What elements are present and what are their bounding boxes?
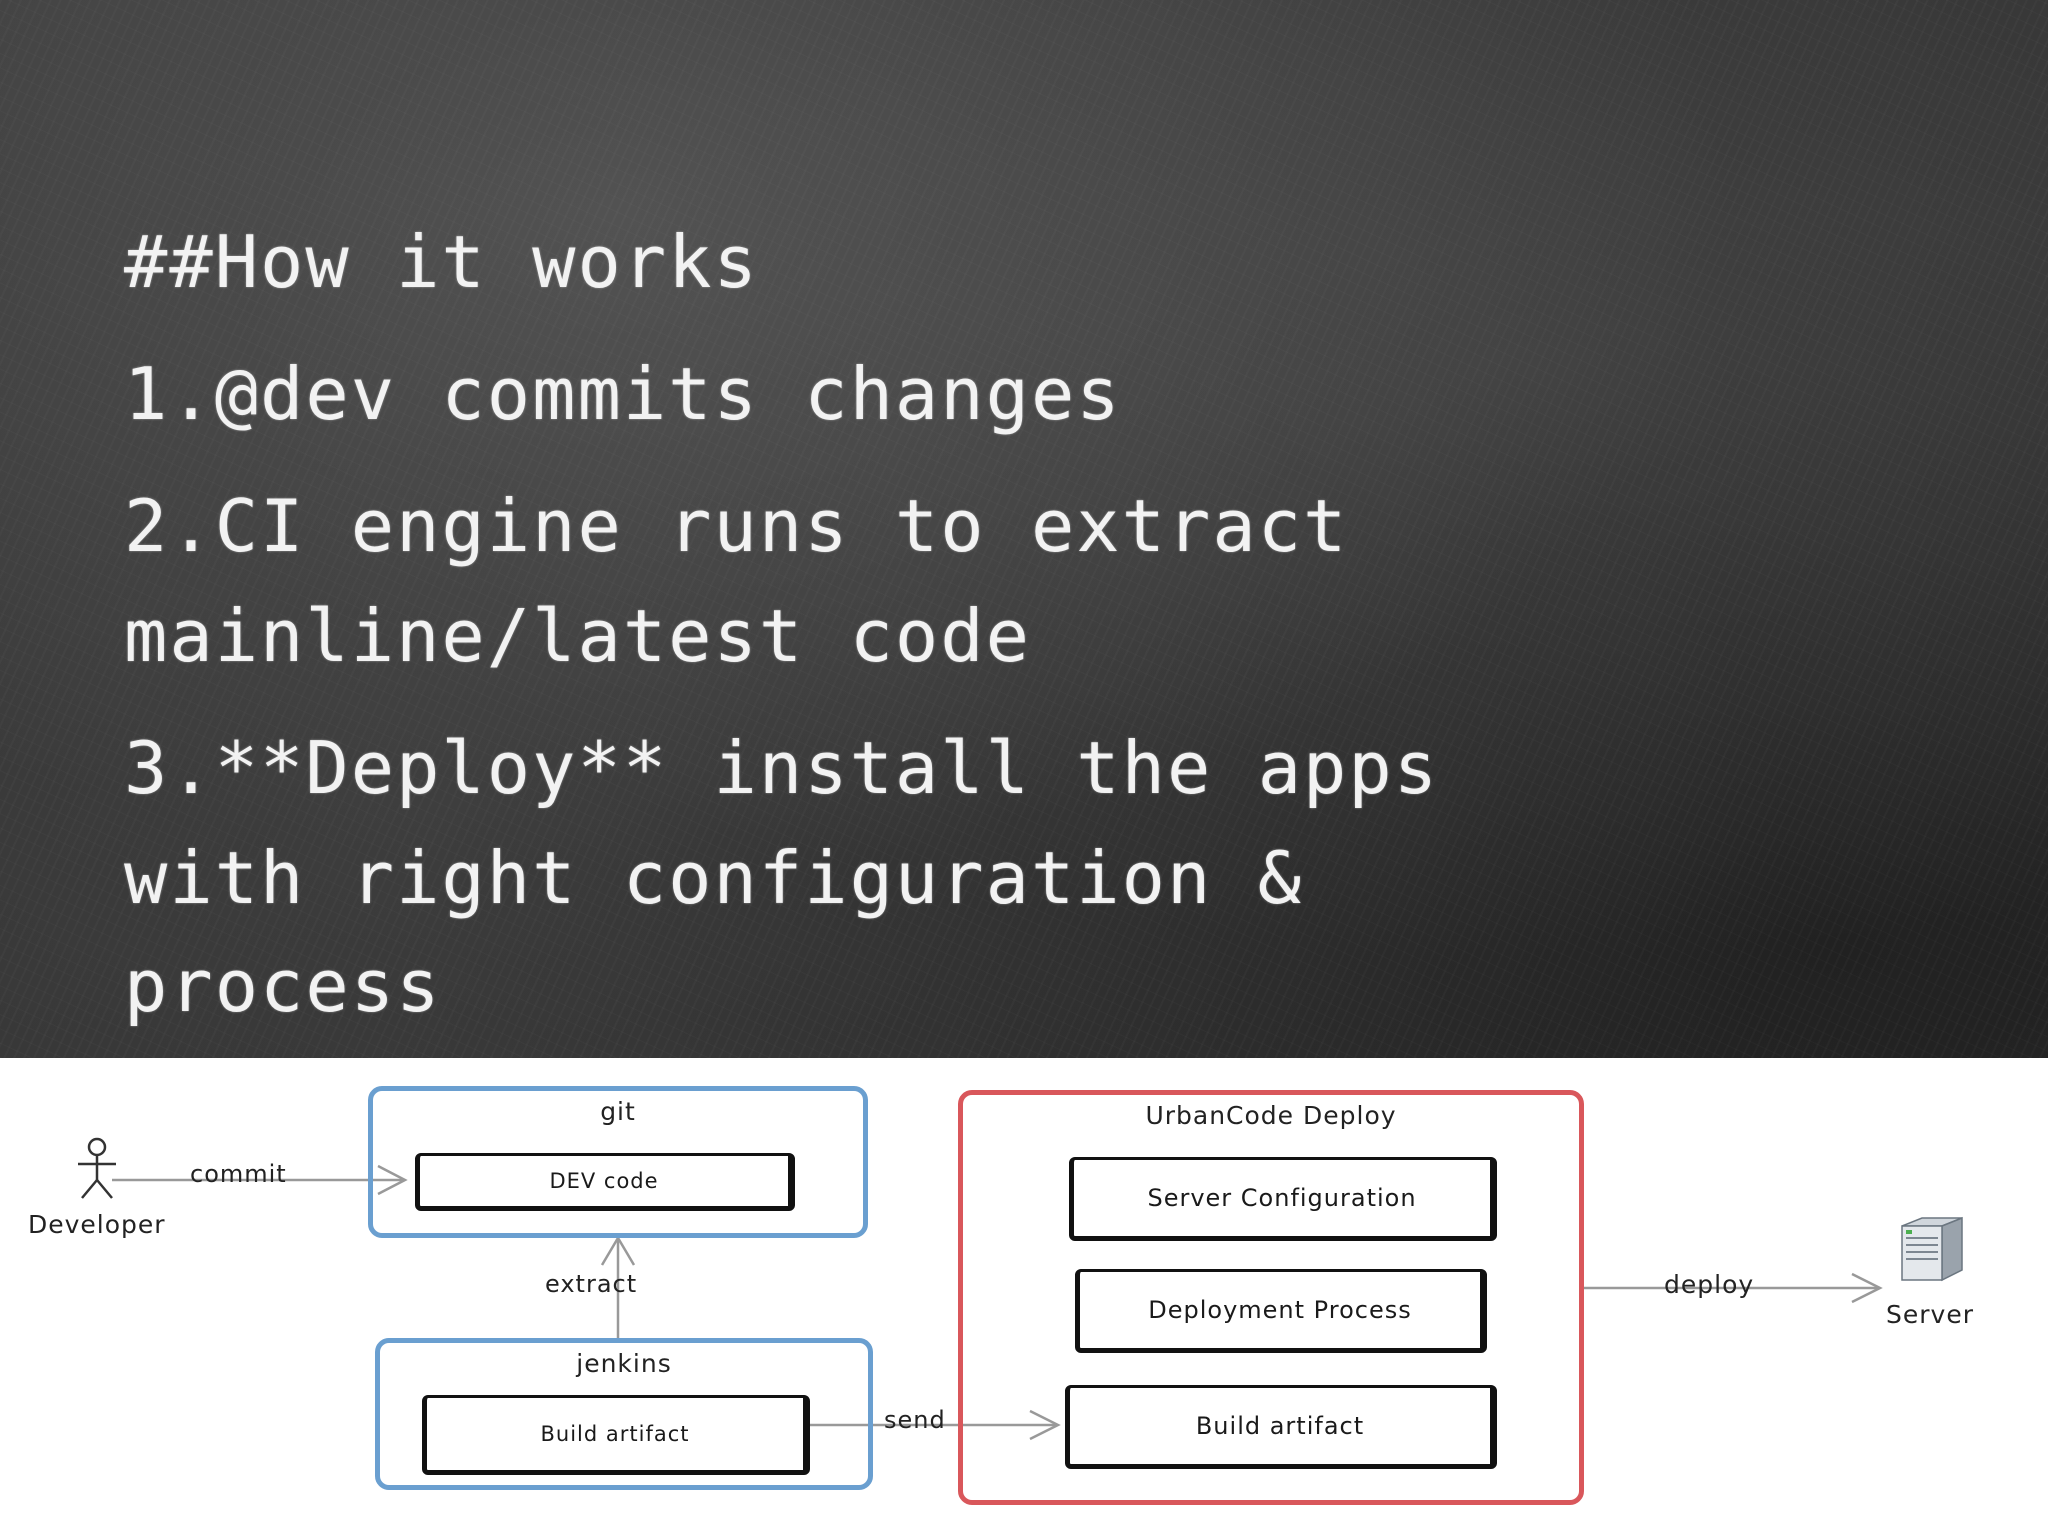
server-icon: [1901, 1216, 1963, 1282]
developer-actor-icon: [78, 1137, 116, 1199]
commit-label: commit: [190, 1160, 287, 1188]
commit-arrow: [112, 1164, 408, 1196]
deployment-process-box: Deployment Process: [1075, 1269, 1487, 1353]
deployment-flow-diagram: Developer commit git DEV code extract je…: [0, 1058, 2048, 1536]
jenkins-title: jenkins: [576, 1349, 672, 1378]
server-configuration-box: Server Configuration: [1069, 1157, 1497, 1241]
urbancode-deploy-container: UrbanCode Deploy Server Configuration De…: [958, 1090, 1584, 1505]
urbancode-deploy-title: UrbanCode Deploy: [1145, 1101, 1397, 1130]
git-container: git DEV code: [368, 1086, 868, 1238]
send-arrow: [803, 1409, 1061, 1441]
step-1-text: 1.@dev commits changes: [124, 352, 1122, 436]
urbancode-build-artifact-box: Build artifact: [1065, 1385, 1497, 1469]
git-title: git: [600, 1097, 636, 1126]
deploy-arrow: [1584, 1272, 1883, 1304]
extract-arrow: [600, 1235, 636, 1338]
extract-label: extract: [545, 1270, 638, 1298]
dev-code-box: DEV code: [415, 1153, 795, 1211]
server-label: Server: [1886, 1300, 1974, 1329]
diagram-connectors: [78, 1137, 1963, 1441]
step-3-line-1: 3.**Deploy** install the apps: [124, 726, 1440, 810]
jenkins-build-artifact-box: Build artifact: [422, 1395, 810, 1475]
step-2-line-2: mainline/latest code: [124, 594, 1031, 678]
chalkboard-background: ##How it works 1.@dev commits changes 2.…: [0, 0, 2048, 1058]
step-3-line-2: with right configuration &: [124, 836, 1304, 920]
step-3-line-3: process: [124, 944, 442, 1028]
developer-label: Developer: [28, 1210, 166, 1239]
step-2-line-1: 2.CI engine runs to extract: [124, 484, 1349, 568]
send-label: send: [884, 1406, 946, 1434]
deploy-label: deploy: [1664, 1270, 1755, 1299]
jenkins-container: jenkins Build artifact: [375, 1338, 873, 1490]
slide-heading: ##How it works: [124, 220, 759, 304]
